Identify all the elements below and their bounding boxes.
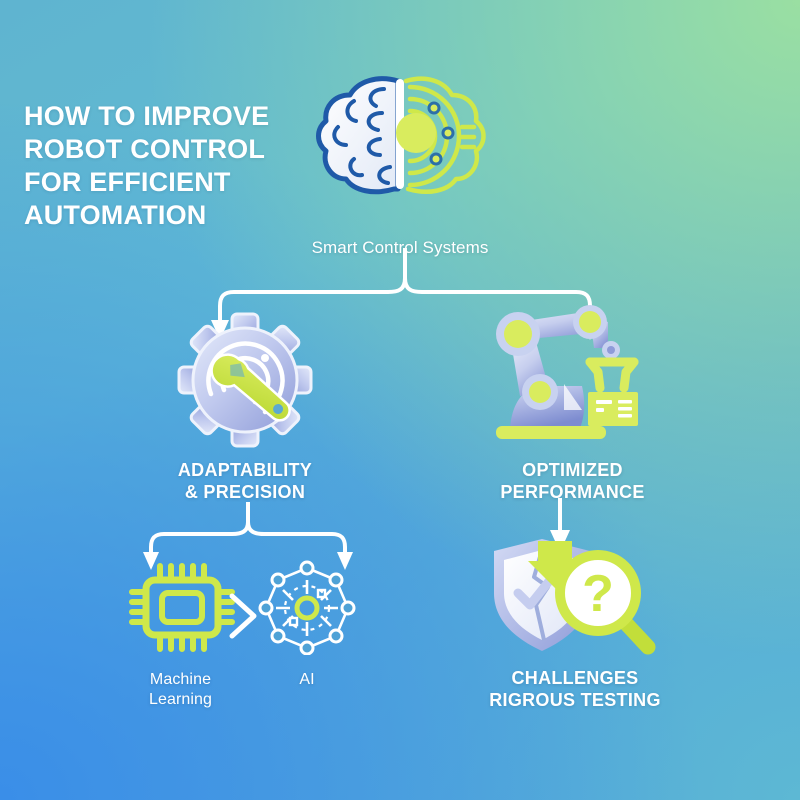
label-challenges-testing: CHALLENGES RIGROUS TESTING [435, 658, 715, 712]
label-ai: AI [252, 660, 362, 690]
ai-text: AI [299, 671, 315, 688]
svg-text:?: ? [582, 565, 614, 623]
label-machine-learning: Machine Learning [118, 660, 243, 709]
node-machine-learning [126, 560, 236, 660]
machine-learning-text: Machine Learning [148, 671, 213, 708]
node-smart-control-systems [300, 58, 500, 213]
node-challenges-testing: ? [480, 535, 670, 665]
smart-control-systems-text: Smart Control Systems [311, 238, 489, 257]
brain-ai-icon [300, 58, 500, 213]
label-optimized-performance: OPTIMIZED PERFORMANCE [455, 450, 690, 504]
adaptability-text: ADAPTABILITY & PRECISION [177, 460, 313, 502]
neural-network-icon [252, 560, 362, 660]
gear-wrench-icon [160, 312, 330, 457]
page-title: HOW TO IMPROVE ROBOT CONTROL FOR EFFICIE… [24, 101, 270, 230]
label-adaptability-precision: ADAPTABILITY & PRECISION [150, 450, 340, 504]
robot-arm-icon [478, 300, 663, 455]
cpu-chip-icon [126, 560, 236, 660]
shield-magnifier-icon: ? [480, 535, 670, 665]
node-optimized-performance [478, 300, 663, 455]
label-smart-control-systems: Smart Control Systems [270, 228, 530, 259]
node-adaptability-precision [160, 312, 330, 457]
chevron-right-icon [229, 593, 257, 639]
challenges-text: CHALLENGES RIGROUS TESTING [489, 668, 661, 710]
optimized-performance-text: OPTIMIZED PERFORMANCE [500, 460, 645, 502]
node-ai [252, 560, 362, 660]
